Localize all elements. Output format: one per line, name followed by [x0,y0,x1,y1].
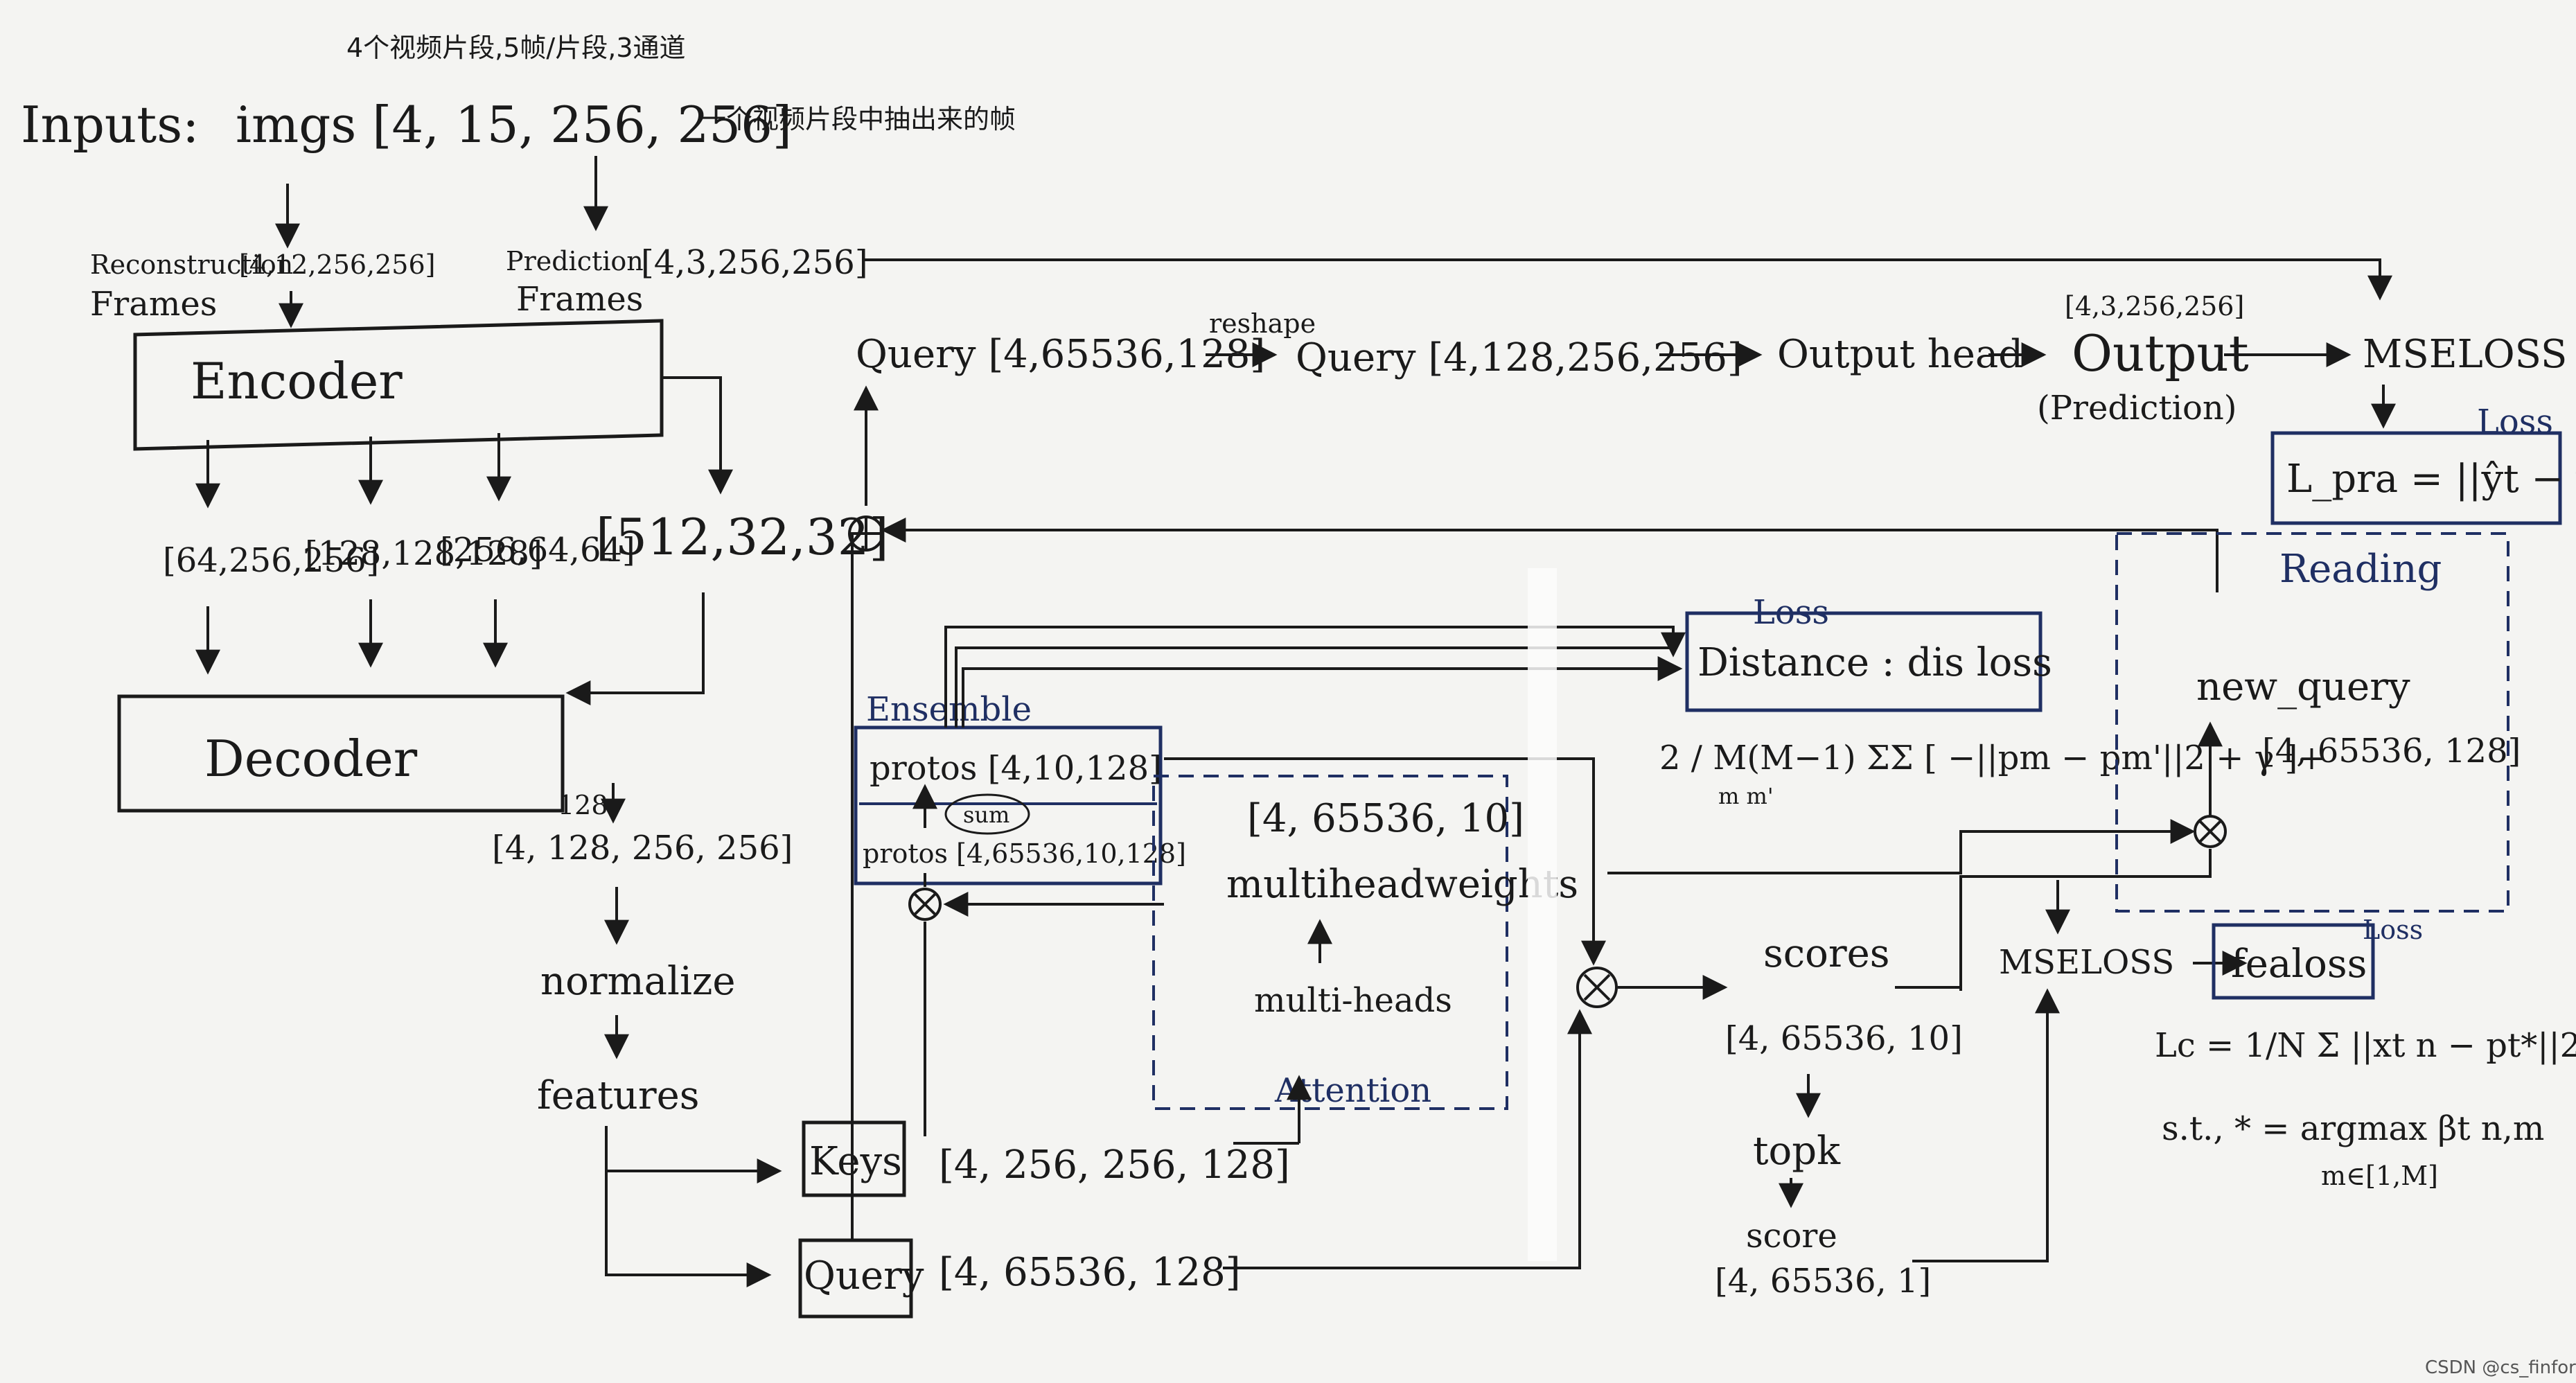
query-bottom-shape: [4, 65536, 128] [939,1250,1241,1295]
keys-label: Keys [809,1139,902,1184]
query-bottom-label: Query [804,1253,924,1298]
muls-x2 [1583,974,1611,1001]
sum-label: sum [963,802,1009,828]
prediction-label: (Prediction) [2037,389,2237,428]
output-label: Output [2072,324,2249,382]
arrow-protos-to-readmul [1607,819,2196,874]
score-label: score [1746,1217,1837,1256]
distance-formula: 2 / M(M−1) ΣΣ [ −||pm − pm'||2 + γ ]+ [1659,739,2326,777]
normalize-label: normalize [540,959,736,1004]
output-head-label: Output head [1777,332,2023,377]
topk-label: topk [1753,1129,1841,1174]
keys-box [802,1120,906,1197]
distance-formula-under: m m' [1718,783,1774,809]
multiply-node-ensemble [908,888,942,921]
decoder-out-channels: 128 [558,790,608,820]
recon-frames-title: Reconstruction [90,249,293,280]
distance-box [1685,611,2043,712]
correction-tape [1528,568,1557,1261]
loss-top-box [2270,431,2562,525]
recon-frames-shape: [4,12,256,256] [239,249,435,280]
mseloss-2: MSELOSS [1999,943,2174,982]
attention-dashed-box [1152,775,1508,1110]
arrow-features-to-query [605,1126,772,1287]
protos-1: protos [4,10,128] [870,749,1162,788]
scores-label: scores [1763,931,1889,976]
arrow-protos-to-distance-3 [962,656,1683,728]
multiply-node-scores [1576,967,1618,1008]
arrow-protos-to-scoremul [1164,757,1606,966]
decoder-box [117,694,565,813]
recon-frames-title2: Frames [90,285,217,324]
imgs-annotation-top: 4个视频片段,5帧/片段,3通道 [346,33,686,63]
arrow-score-to-mseloss [1912,988,2060,1262]
reading-dashed-box [2115,532,2509,913]
pred-frames-title: Prediction [506,246,644,276]
decoder-out-shape: [4, 128, 256, 256] [492,829,793,867]
distance-label: Distance : dis loss [1697,640,2052,685]
ensemble-box [854,725,1163,886]
fealoss-formula: Lc = 1/N Σ ||xt n − pt*||2 [2155,1026,2576,1065]
watermark: CSDN @cs_finfor [2425,1357,2576,1378]
imgs-shape: imgs [4, 15, 256, 256] [236,96,792,154]
fealoss-st-under: m∈[1,M] [2321,1161,2438,1191]
fealoss-label: fealoss [2231,942,2367,987]
reshape-label: reshape [1209,308,1316,339]
pred-frames-shape: [4,3,256,256] [641,243,868,282]
arrow-query-to-scoremul [1223,1009,1592,1269]
imgs-annotation-right: 一个视频片段中抽出来的帧 [700,104,1016,134]
sum-oval [944,793,1030,835]
mul-x2 [913,892,937,916]
multi-heads-label: multi-heads [1254,981,1452,1020]
mulr-x2 [2198,820,2222,843]
arrow-skip-4 [565,592,705,705]
arrow-pred-to-mseloss [863,258,2392,301]
query-bottom-box [798,1238,913,1319]
enc-feature-3: [256,64,64] [440,531,635,570]
fealoss-box [2212,923,2375,1000]
inputs-label: Inputs: [21,96,199,154]
enc-feature-2: [128,128,128] [305,534,542,573]
arrow-newquery-to-add [881,518,2218,592]
reading-label: Reading [2279,547,2442,592]
keys-shape: [4, 256, 256, 128] [939,1143,1290,1188]
fealoss-st: s.t., * = argmax βt n,m [2162,1109,2544,1148]
ensemble-label: Ensemble [866,690,1032,729]
features-label: features [537,1073,699,1118]
encoder-label: Encoder [191,352,403,410]
decoder-label: Decoder [204,730,418,788]
weights-shape: [4, 65536, 10] [1247,796,1524,841]
enc-feature-1: [64,256,256] [163,541,379,580]
pred-frames-title2: Frames [516,280,643,319]
enc-feature-4: [512,32,32] [596,508,889,566]
scores-shape: [4, 65536, 10] [1725,1019,1963,1058]
arrow-protos-to-distance-2 [955,646,1673,728]
arrow-protos-to-distance-1 [944,626,1686,728]
weights-label: multiheadweights [1226,862,1578,907]
output-shape: [4,3,256,256] [2065,291,2244,321]
protos-2: protos [4,65536,10,128] [863,838,1186,869]
loss-top-tag: Loss [2477,403,2553,441]
loss-top-formula: L_pra = ||ŷt − yt||2 [2286,457,2576,502]
mseloss-top: MSELOSS [2363,332,2567,377]
top-query-1: Query [4,65536,128] [856,332,1265,377]
arrow-scores-to-readmul [1959,849,2212,991]
arrow-enc-out-4 [662,376,733,495]
top-query-2: Query [4,128,256,256] [1296,335,1743,380]
new-query-shape: [4, 65536, 128] [2262,732,2521,770]
score-shape: [4, 65536, 1] [1715,1262,1931,1301]
new-query-label: new_query [2196,664,2410,710]
